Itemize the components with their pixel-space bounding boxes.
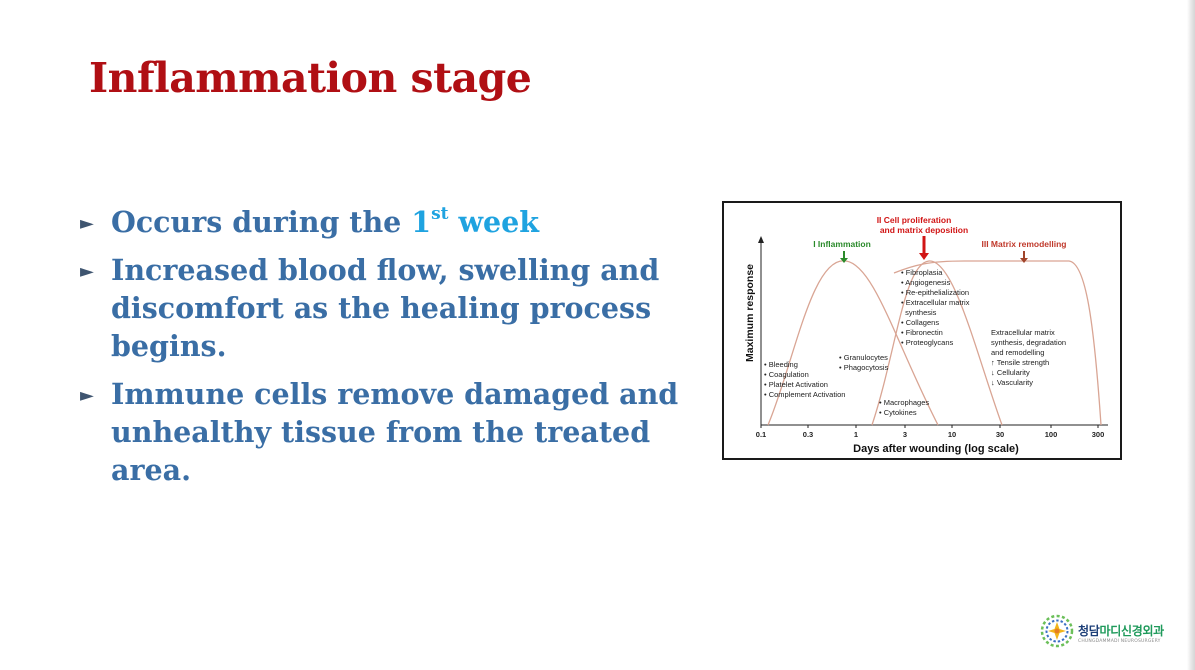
remodel-list-item: ↓ Cellularity [991,368,1030,377]
prolif-list-item: • Angiogenesis [901,278,951,287]
bullet-text-pre: Occurs during the [111,205,412,239]
bullet-arrow-icon: ► [80,385,94,406]
bullet-line: Increased blood flow, swelling and [111,253,660,287]
wound-healing-figure: 0.1 0.3 1 3 10 30 100 300 Days after wou… [722,201,1122,460]
clinic-logo: 청담마디신경외과 CHUNGDAMMADI NEUROSURGERY [1040,614,1180,654]
bullet-line: unhealthy tissue from the treated [111,415,651,449]
logo-subtitle: CHUNGDAMMADI NEUROSURGERY [1078,639,1161,644]
x-tick: 10 [948,430,956,439]
bullet-line: Immune cells remove damaged and [111,377,679,411]
phase2-label-line2: and matrix deposition [880,225,968,235]
logo-name-part2: 마디신경외과 [1099,624,1164,638]
y-axis-arrow-icon [758,236,764,243]
bullet-item-immune-cells: ► Immune cells remove damaged and unheal… [80,375,690,489]
bullet-line: begins. [111,329,227,363]
red-down-arrow-icon [919,236,929,260]
x-tick: 30 [996,430,1004,439]
early-list-item: • Bleeding [764,360,798,369]
remodel-list-item: and remodelling [991,348,1044,357]
x-tick: 0.3 [803,430,813,439]
x-tick: 1 [854,430,858,439]
macro-list-item: • Cytokines [879,408,917,417]
prolif-list-item: • Proteoglycans [901,338,953,347]
logo-name-part1: 청담 [1078,624,1100,638]
figure-svg: 0.1 0.3 1 3 10 30 100 300 Days after wou… [744,215,1108,455]
x-tick: 100 [1045,430,1058,439]
early-list-item: • Coagulation [764,370,809,379]
proliferation-curve [871,260,1003,426]
brown-down-arrow-icon [1020,251,1028,263]
bullet-item-blood-flow: ► Increased blood flow, swelling and dis… [80,251,690,365]
bullet-arrow-icon: ► [80,213,94,234]
logo-mark-icon [1040,614,1074,648]
highlight-number: 1 [411,205,432,239]
phase2-label: II Cell proliferation [877,215,952,225]
bullet-item-week: ► Occurs during the 1st week [80,203,690,241]
slide-title: Inflammation stage [89,54,532,102]
remodel-list-item: synthesis, degradation [991,338,1066,347]
prolif-list-item: • Re-epithelialization [901,288,969,297]
highlight-post: week [448,205,539,239]
bullet-line: discomfort as the healing process [111,291,652,325]
phase1-label: I Inflammation [813,239,871,249]
early-list-item: • Platelet Activation [764,380,828,389]
prolif-list-item: • Extracellular matrix [901,298,970,307]
remodel-list-item: Extracellular matrix [991,328,1055,337]
bullet-highlight: 1st week [411,205,539,239]
remodel-list-item: ↑ Tensile strength [991,358,1049,367]
x-tick: 3 [903,430,907,439]
slide-edge-shadow [1187,0,1195,670]
prolif-list-item: synthesis [901,308,937,317]
remodel-list-item: ↓ Vascularity [991,378,1033,387]
phase3-label: III Matrix remodelling [981,239,1066,249]
x-axis-label: Days after wounding (log scale) [853,443,1019,455]
bullet-list: ► Occurs during the 1st week ► Increased … [80,203,690,499]
x-tick: 0.1 [756,430,766,439]
prolif-list-item: • Collagens [901,318,939,327]
logo-name: 청담마디신경외과 [1078,622,1164,639]
cells-list-item: • Phagocytosis [839,363,889,372]
green-down-arrow-icon [840,251,848,263]
early-list-item: • Complement Activation [764,390,845,399]
prolif-list-item: • Fibroplasia [901,268,943,277]
remodelling-curve [893,260,1102,426]
highlight-superscript: st [431,204,449,224]
prolif-list-item: • Fibronectin [901,328,943,337]
x-tick: 300 [1092,430,1105,439]
cells-list-item: • Granulocytes [839,353,888,362]
y-axis-label: Maximum response [744,264,756,362]
bullet-line: area. [111,453,192,487]
bullet-arrow-icon: ► [80,261,94,282]
inflammation-curve [767,260,939,426]
macro-list-item: • Macrophages [879,398,929,407]
